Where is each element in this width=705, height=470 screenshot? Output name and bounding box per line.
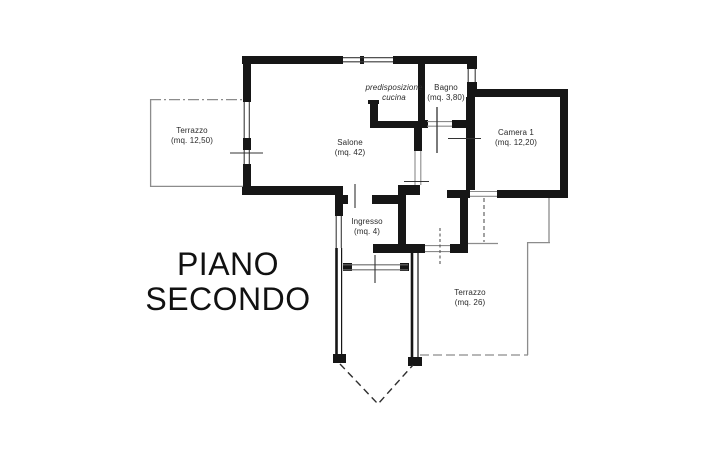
room-name: Salone — [337, 138, 363, 147]
floor-title: PIANO SECONDO — [138, 247, 318, 317]
room-area: (mq. 26) — [454, 297, 486, 307]
room-label-ingresso: Ingresso (mq. 4) — [327, 217, 407, 236]
room-label-salone: Salone (mq. 42) — [310, 138, 390, 157]
stair-parapet-walls — [335, 248, 419, 361]
room-label-predisposizione-cucina: predisposizione cucina — [354, 83, 434, 102]
stair-dashed-outline — [339, 363, 414, 406]
room-name: Terrazzo — [176, 126, 208, 135]
room-name: Ingresso — [351, 217, 383, 226]
outer-walls — [242, 56, 568, 366]
floor-title-line2: SECONDO — [145, 281, 311, 317]
room-area: cucina — [382, 92, 406, 102]
room-label-bagno: Bagno (mq. 3,80) — [410, 83, 482, 102]
room-area: (mq. 12,20) — [494, 137, 537, 147]
room-name: Terrazzo — [454, 288, 486, 297]
door-openings — [414, 121, 497, 253]
room-label-terrazzo-large: Terrazzo (mq. 26) — [430, 288, 510, 307]
room-area: (mq. 42) — [334, 147, 366, 157]
room-area: (mq. 4) — [353, 226, 381, 236]
door-swing-marks — [230, 107, 485, 283]
floor-title-line1: PIANO — [176, 246, 280, 282]
room-label-terrazzo-small: Terrazzo (mq. 12,50) — [152, 126, 232, 145]
room-name: predisposizione — [365, 83, 423, 92]
terrazzo-boundaries — [149, 98, 550, 356]
room-area: (mq. 12,50) — [170, 135, 213, 145]
room-area: (mq. 3,80) — [427, 92, 465, 102]
room-name: Bagno — [434, 83, 458, 92]
room-name: Camera 1 — [498, 128, 534, 137]
room-label-camera-1: Camera 1 (mq. 12,20) — [476, 128, 556, 147]
